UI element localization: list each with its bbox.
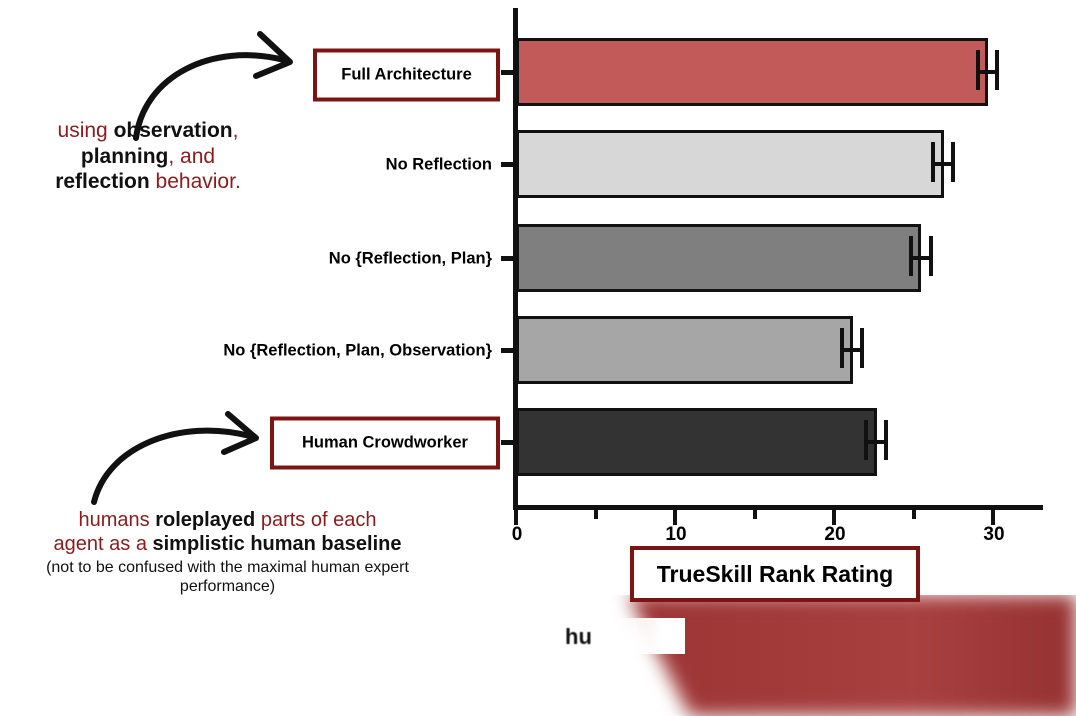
x-tick-major-0 — [514, 508, 518, 525]
error-bar-cap-high-4 — [860, 328, 865, 368]
x-tick-label-10: 10 — [665, 524, 687, 545]
annotation-bottom-baseline: simplistic human baseline — [152, 533, 402, 556]
y-tick-1 — [501, 70, 515, 75]
x-axis-line — [513, 505, 1043, 510]
y-tick-4 — [501, 348, 515, 353]
category-label-no-reflection-plan: No {Reflection, Plan} — [328, 249, 492, 268]
bar-no-reflection-plan — [516, 224, 922, 292]
annotation-bottom: humans roleplayed parts of each agent as… — [0, 508, 455, 596]
annotation-bottom-roleplayed: roleplayed — [155, 509, 256, 531]
x-tick-major-10 — [673, 508, 677, 525]
x-tick-label-0: 0 — [511, 524, 523, 545]
bar-no-reflection — [516, 130, 944, 198]
annotation-top-planning: planning — [80, 144, 169, 168]
category-label-no-reflection-plan-observation: No {Reflection, Plan, Observation} — [223, 341, 492, 360]
annotation-bottom-line1c: parts of each — [255, 509, 377, 531]
x-tick-minor-25 — [912, 508, 916, 519]
annotation-top-line1c: , — [232, 119, 239, 142]
error-bar-cap-low-3 — [908, 236, 913, 276]
x-tick-label-30: 30 — [983, 524, 1005, 545]
y-tick-2 — [501, 162, 515, 167]
error-bar-cap-high-1 — [995, 50, 1000, 90]
y-axis-line — [513, 8, 518, 510]
red-wipe-overlay — [500, 595, 1076, 716]
bar-full-architecture — [516, 38, 989, 106]
annotation-top-line3b: behavior. — [149, 170, 241, 194]
error-bar-cap-low-2 — [930, 142, 935, 182]
y-tick-3 — [501, 256, 515, 261]
red-wipe-shape — [628, 595, 1076, 716]
annotation-top-observation: observation — [113, 119, 233, 142]
error-bar-line-3 — [908, 256, 933, 260]
x-tick-label-20: 20 — [824, 524, 846, 545]
error-bar-line-5 — [864, 440, 889, 444]
error-bar-cap-low-1 — [975, 50, 980, 90]
error-bar-cap-low-5 — [864, 420, 869, 460]
error-bar-cap-high-5 — [884, 420, 889, 460]
annotation-bottom-subnote: (not to be confused with the maximal hum… — [46, 558, 409, 595]
category-label-full-architecture: Full Architecture — [313, 48, 500, 102]
error-bar-cap-high-3 — [928, 236, 933, 276]
bar-no-reflection-plan-observation — [516, 316, 854, 384]
error-bar-line-2 — [930, 162, 955, 166]
occluded-label-fade — [565, 618, 685, 654]
category-label-no-reflection: No Reflection — [385, 155, 492, 174]
error-bar-cap-low-4 — [840, 328, 845, 368]
y-tick-5 — [501, 440, 515, 445]
annotation-bottom-line2a: agent as a — [53, 533, 153, 556]
annotation-top-reflection: reflection — [55, 170, 150, 194]
x-tick-minor-5 — [594, 508, 598, 519]
category-label-human-crowdworker: Human Crowdworker — [270, 416, 500, 470]
chart-title-box: TrueSkill Rank Rating — [630, 546, 920, 602]
annotation-bottom-line1a: humans — [78, 509, 156, 531]
annotation-top: using observation, planning, and reflect… — [8, 118, 288, 195]
annotation-top-line1a: using — [57, 119, 114, 142]
x-tick-minor-15 — [753, 508, 757, 519]
x-tick-major-20 — [832, 508, 836, 525]
annotation-top-line2b: , and — [168, 144, 216, 168]
bar-human-crowdworker — [516, 408, 877, 476]
error-bar-line-1 — [975, 70, 1000, 74]
error-bar-cap-high-2 — [950, 142, 955, 182]
error-bar-line-4 — [840, 348, 865, 352]
x-tick-major-30 — [991, 508, 995, 525]
